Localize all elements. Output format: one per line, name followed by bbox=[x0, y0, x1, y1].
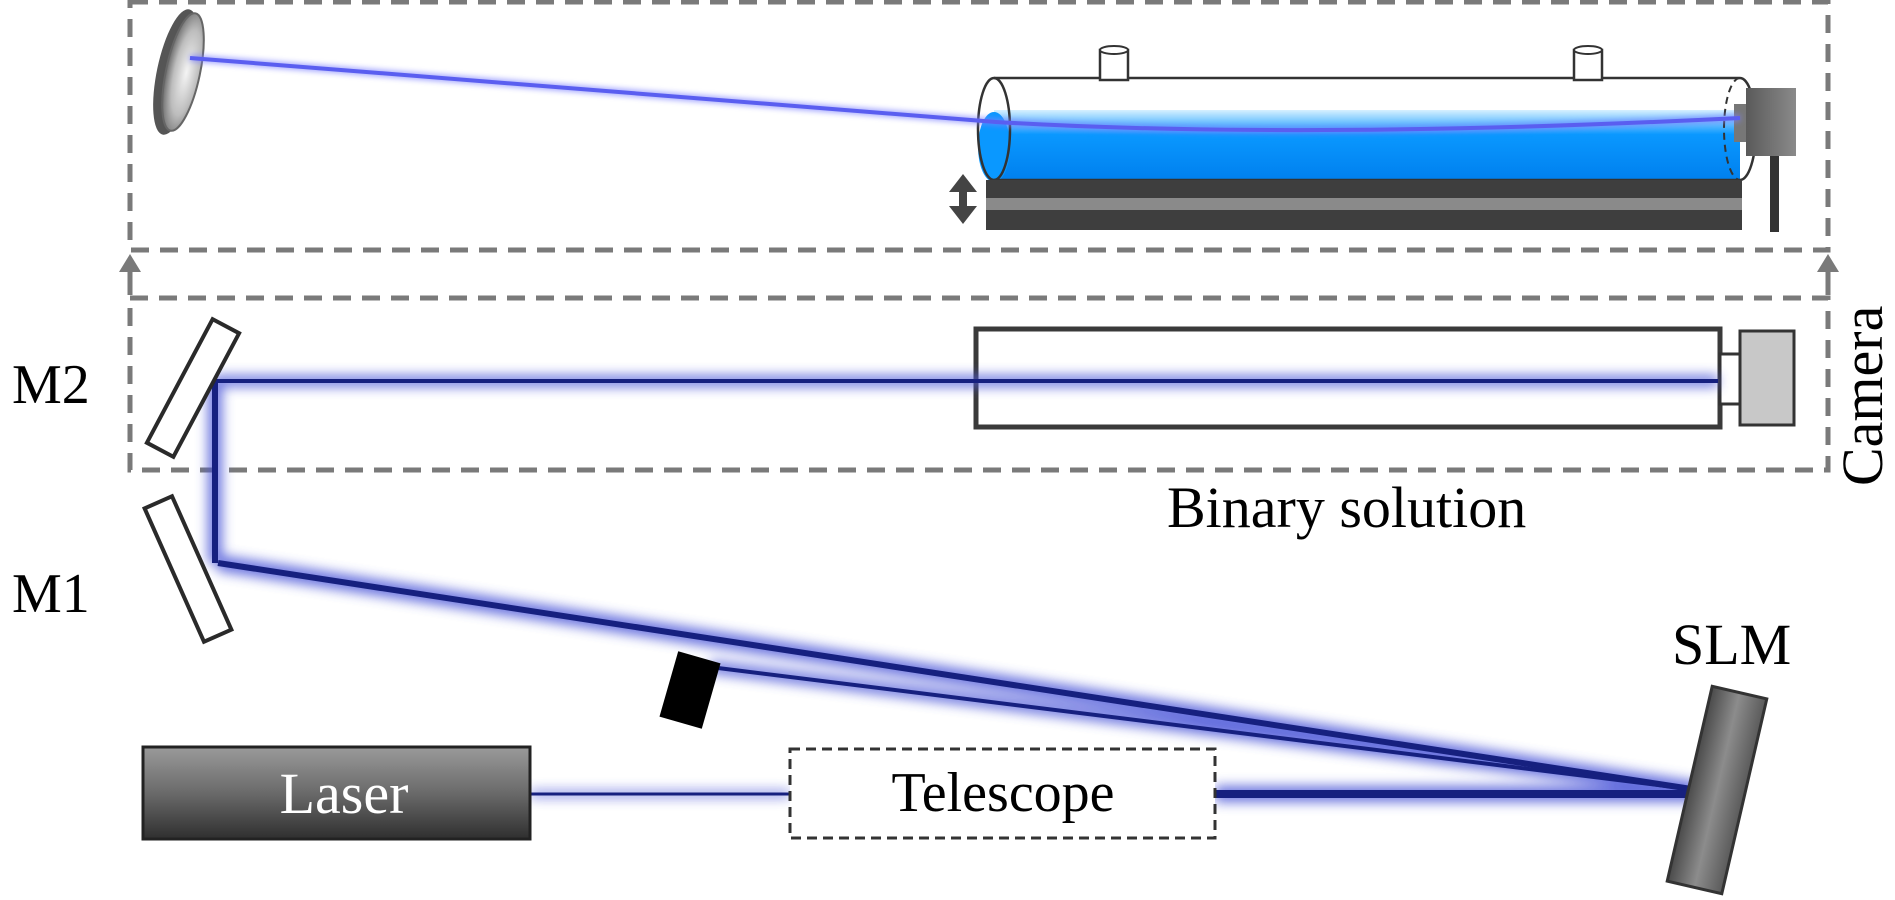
laser-box bbox=[141, 745, 532, 841]
laser-beam-paths bbox=[208, 375, 1718, 802]
cuvette-side-view bbox=[976, 45, 1758, 182]
projection-arrow-icon bbox=[1817, 254, 1839, 295]
label-slm: SLM bbox=[1672, 612, 1791, 677]
camera-top-icon bbox=[1718, 329, 1796, 427]
label-telescope: Telescope bbox=[891, 762, 1114, 824]
mirror-m1 bbox=[141, 493, 235, 645]
label-camera: Camera bbox=[1830, 306, 1895, 486]
translation-stage bbox=[986, 180, 1742, 230]
label-m2: M2 bbox=[12, 354, 90, 416]
mirror-m2 bbox=[144, 316, 242, 460]
top-view-dashed-border bbox=[127, 295, 1831, 473]
camera-side-icon bbox=[1734, 88, 1796, 232]
side-view-dashed-border bbox=[127, 0, 1831, 253]
port-icon bbox=[1572, 45, 1604, 82]
round-mirror-icon bbox=[153, 9, 205, 135]
port-icon bbox=[1098, 45, 1130, 82]
telescope-box bbox=[788, 747, 1217, 840]
slm-device bbox=[1665, 684, 1769, 896]
projection-arrow-icon bbox=[119, 254, 141, 295]
label-laser: Laser bbox=[280, 761, 409, 826]
side-view-panel bbox=[127, 0, 1831, 253]
beam-block bbox=[659, 651, 721, 729]
label-m1: M1 bbox=[12, 563, 90, 625]
vertical-adjust-arrow-icon bbox=[949, 174, 977, 224]
beam-slm-to-block bbox=[709, 665, 1699, 792]
label-binary-solution: Binary solution bbox=[1167, 475, 1526, 540]
beam-slm-to-m1 bbox=[217, 560, 1699, 793]
